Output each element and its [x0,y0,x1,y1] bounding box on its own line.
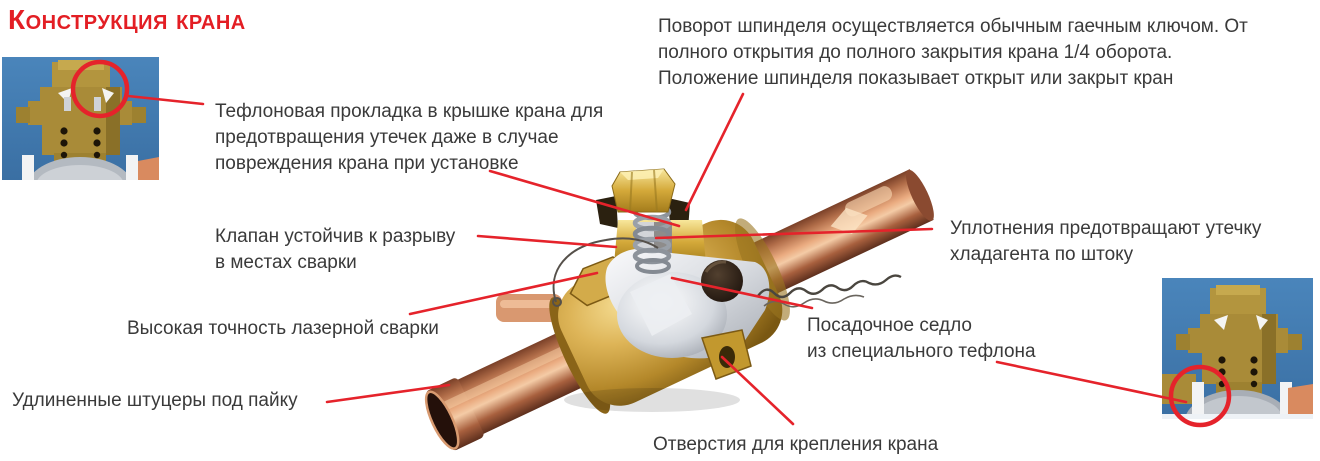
annotation-stem-seals: Уплотнения предотвращают утечку хладаген… [950,218,1262,265]
inset-orange-corner [138,157,159,180]
inset-image-teflon-gasket-closeup [2,57,159,180]
annotation-mounting-holes: Отверстия для крепления крана [653,434,939,455]
page-title: Конструкция крана [8,4,246,35]
mounting-hole [719,346,735,368]
annotation-solder-fittings: Удлиненные штуцеры под пайку [12,390,298,411]
annotation-teflon-seat: Посадочное седло из специального тефлона [807,315,1036,362]
inset-image-teflon-seat-closeup [1162,278,1313,419]
annotation-laser-weld: Высокая точность лазерной сварки [127,318,439,339]
inset-valve-body [1176,285,1302,404]
annotation-teflon-gasket: Тефлоновая прокладка в крышке крана для … [215,101,604,174]
mounting-foot [701,329,752,380]
teflon-seat-dark [701,260,743,302]
annotation-spindle-note: Поворот шпинделя осуществляется обычным … [658,16,1248,89]
annotation-valve-weld-resistant: Клапан устойчив к разрыву в местах сварк… [215,226,456,273]
inset-orange-corner [1288,384,1313,414]
